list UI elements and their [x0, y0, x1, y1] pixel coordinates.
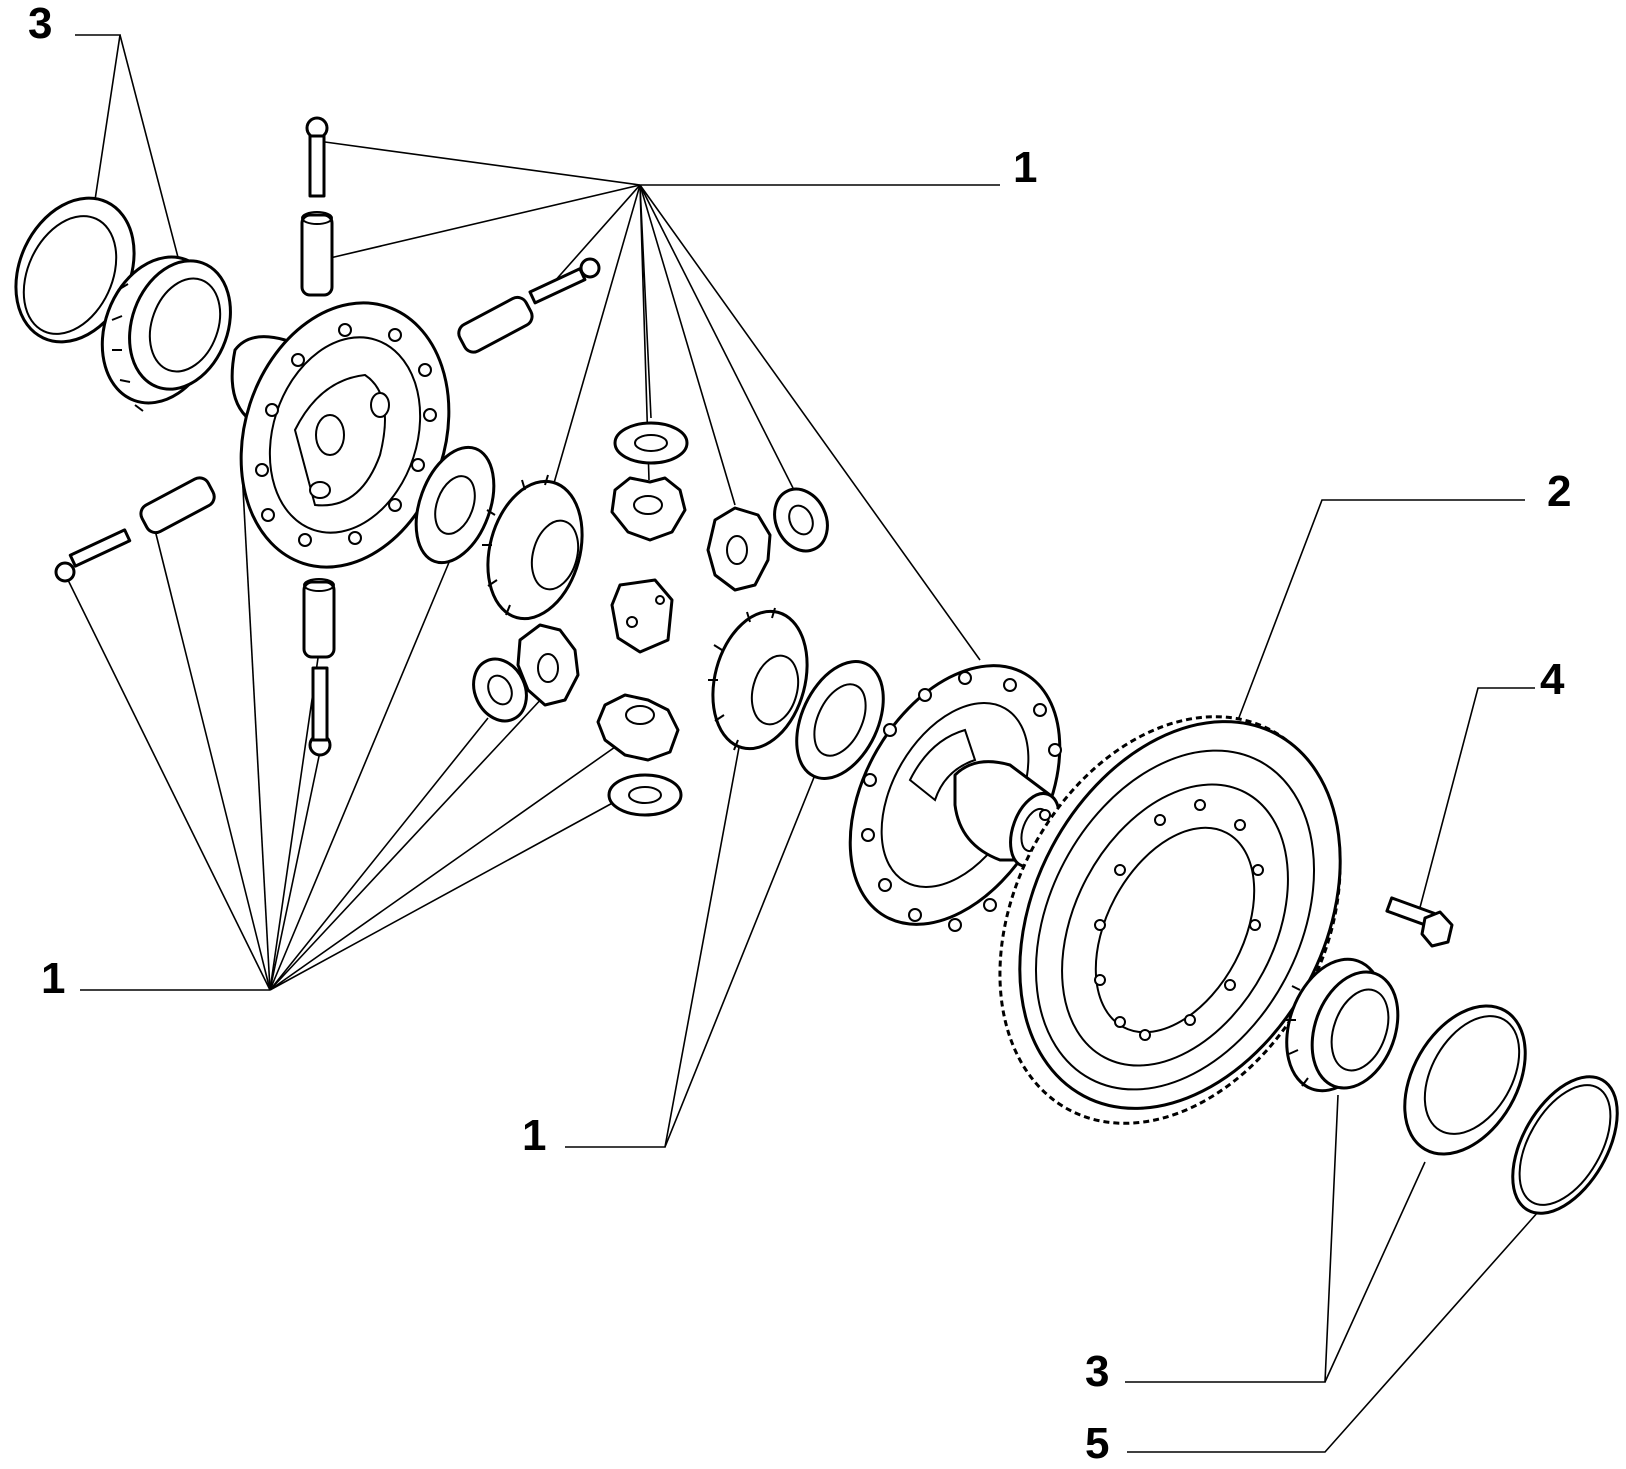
- right-taper-bearing: [1285, 957, 1400, 1093]
- callout-3-top-left: 3: [28, 0, 52, 48]
- callout-numbers: 3 1 2 4 1 1 3 5: [28, 0, 1571, 1468]
- differential-gears: [482, 474, 809, 762]
- callout-4: 4: [1540, 655, 1565, 704]
- callout-1-bottom-center: 1: [522, 1111, 546, 1160]
- shim-ring: [1511, 1075, 1619, 1215]
- right-bearing-cup: [1403, 1004, 1527, 1156]
- callout-2: 2: [1547, 467, 1571, 516]
- left-differential-case: [230, 301, 451, 569]
- left-taper-bearing: [100, 255, 232, 412]
- leader-lines: [67, 34, 1539, 1453]
- callout-5: 5: [1085, 1419, 1109, 1468]
- ring-gear-bolt: [1385, 896, 1454, 948]
- ring-gear: [998, 715, 1342, 1125]
- cross-bolts: [54, 116, 601, 757]
- callout-3-bottom-right: 3: [1085, 1347, 1109, 1396]
- pinion-shaft-pins: [139, 211, 534, 659]
- right-differential-case: [848, 664, 1062, 932]
- thrust-washers: [414, 421, 885, 817]
- callout-1-left: 1: [41, 954, 65, 1003]
- left-bearing-cup: [14, 196, 136, 344]
- callout-1-top-right: 1: [1013, 143, 1037, 192]
